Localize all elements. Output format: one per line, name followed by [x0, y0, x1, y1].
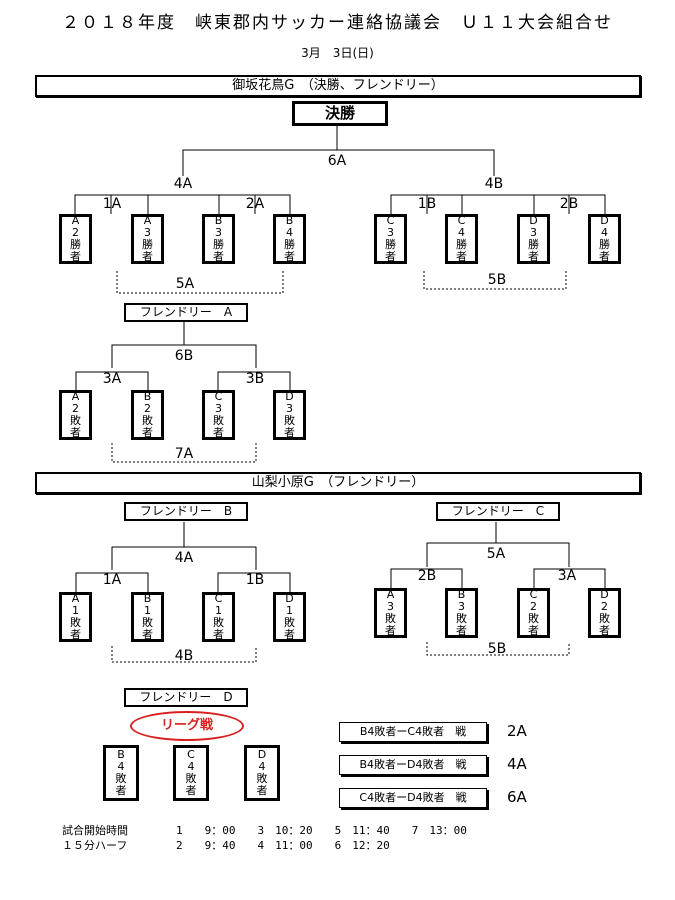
match-1b: 1B [417, 196, 437, 212]
final-header: 決勝 [292, 101, 388, 126]
team-c3-loser: C3敗者 [202, 390, 235, 440]
consol-5b: 5B [487, 272, 507, 288]
friendly-c-5a: 5A [486, 546, 506, 562]
team-a3-loser: A3敗者 [374, 588, 407, 638]
league-match-2: B4敗者ーD4敗者 戦 [339, 755, 487, 775]
friendly-b-header: フレンドリー B [124, 502, 248, 521]
schedule-label-2: １５分ハーフ [62, 839, 128, 852]
consol-5a: 5A [175, 276, 195, 292]
semi-4a: 4A [173, 176, 193, 192]
match-1a: 1A [102, 196, 122, 212]
match-2b: 2B [559, 196, 579, 212]
friendly-a-7a: 7A [174, 446, 194, 462]
event-date: 3月 3日(日) [301, 46, 374, 60]
friendly-a-3a: 3A [102, 371, 122, 387]
team-a1-loser: A1敗者 [59, 592, 92, 642]
team-a3-winner: A3勝者 [131, 214, 164, 264]
friendly-a-6b: 6B [174, 348, 194, 364]
team-b2-loser: B2敗者 [131, 390, 164, 440]
team-c1-loser: C1敗者 [202, 592, 235, 642]
friendly-a-header: フレンドリー A [124, 303, 248, 322]
friendly-c-3a: 3A [557, 568, 577, 584]
friendly-b-4b: 4B [174, 648, 194, 664]
league-badge: リーグ戦 [130, 711, 244, 741]
league-match-3-slot: 6A [507, 788, 527, 806]
team-a2-winner: A2勝者 [59, 214, 92, 264]
team-d3-winner: D3勝者 [517, 214, 550, 264]
league-match-1-slot: 2A [507, 722, 527, 740]
semi-4b: 4B [484, 176, 504, 192]
team-c4-winner: C4勝者 [445, 214, 478, 264]
friendly-a-3b: 3B [245, 371, 265, 387]
league-match-1: B4敗者ーC4敗者 戦 [339, 722, 487, 742]
team-d4-winner: D4勝者 [588, 214, 621, 264]
schedule-label-1: 試合開始時間 [62, 824, 128, 837]
friendly-b-1a: 1A [102, 572, 122, 588]
team-b4-loser: B4敗者 [103, 745, 139, 801]
team-b3-winner: B3勝者 [202, 214, 235, 264]
venue2-banner: 山梨小原G （フレンドリー） [35, 472, 641, 494]
friendly-c-5b: 5B [487, 641, 507, 657]
team-c2-loser: C2敗者 [517, 588, 550, 638]
venue1-banner: 御坂花鳥G （決勝、フレンドリー） [35, 75, 641, 97]
team-d3-loser: D3敗者 [273, 390, 306, 440]
match-2a: 2A [245, 196, 265, 212]
friendly-b-4a: 4A [174, 550, 194, 566]
final-match-6a: 6A [327, 153, 347, 169]
team-b1-loser: B1敗者 [131, 592, 164, 642]
league-match-3: C4敗者ーD4敗者 戦 [339, 788, 487, 808]
league-match-2-slot: 4A [507, 755, 527, 773]
team-d4-loser: D4敗者 [244, 745, 280, 801]
page-title: ２０１８年度 峡東郡内サッカー連絡協議会 Ｕ１１大会組合せ [62, 13, 613, 33]
friendly-c-header: フレンドリー C [436, 502, 560, 521]
friendly-b-1b: 1B [245, 572, 265, 588]
team-b3-loser: B3敗者 [445, 588, 478, 638]
schedule-times-1: 1 9：00 3 10：20 5 11：40 7 13：00 [176, 824, 467, 837]
team-a2-loser: A2敗者 [59, 390, 92, 440]
team-c4-loser: C4敗者 [173, 745, 209, 801]
friendly-d-header: フレンドリー D [124, 688, 248, 707]
friendly-c-2b: 2B [417, 568, 437, 584]
team-d2-loser: D2敗者 [588, 588, 621, 638]
team-d1-loser: D1敗者 [273, 592, 306, 642]
team-b4-winner: B4勝者 [273, 214, 306, 264]
schedule-times-2: 2 9：40 4 11：00 6 12：20 [176, 839, 390, 852]
team-c3-winner: C3勝者 [374, 214, 407, 264]
